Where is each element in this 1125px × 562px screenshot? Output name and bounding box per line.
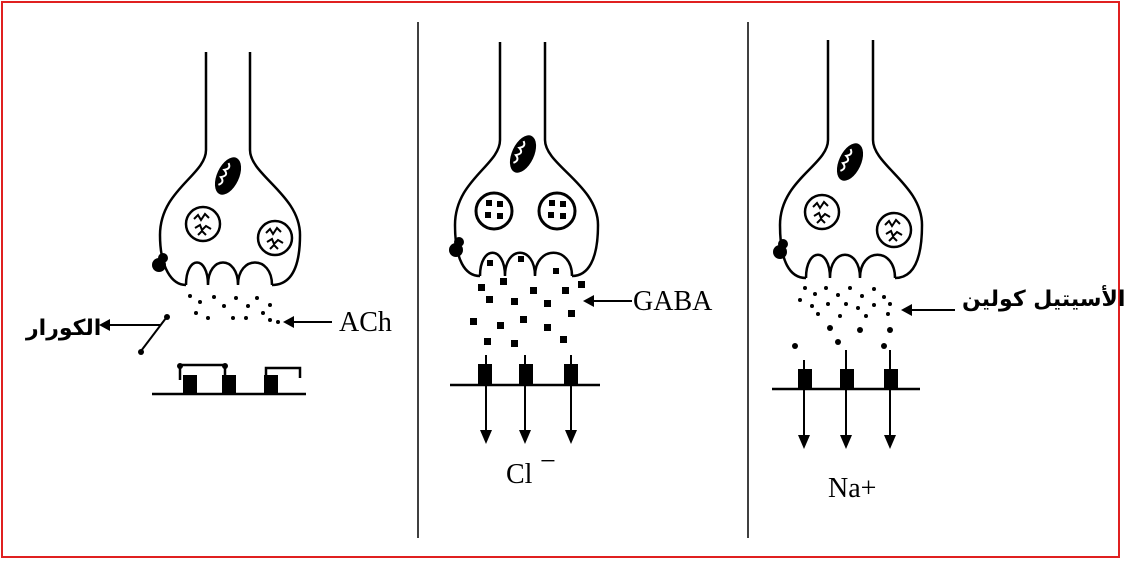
gaba-label: GABA bbox=[633, 286, 713, 317]
vesicle-icon bbox=[256, 219, 294, 257]
mitochondrion-icon bbox=[503, 130, 543, 178]
vesicle-icon bbox=[184, 205, 222, 243]
ach-label: ACh bbox=[339, 307, 392, 338]
vesicle-icon bbox=[474, 191, 514, 231]
vesicle-icon bbox=[803, 193, 841, 231]
chloride-charge: − bbox=[540, 446, 556, 477]
mitochondrion-icon bbox=[830, 138, 870, 186]
vesicle-icon bbox=[537, 191, 577, 231]
acetylcholine-label: الأسيتيل كولين bbox=[962, 284, 1125, 312]
panel-curare: الكورار ACh bbox=[25, 52, 392, 396]
panel-gaba: GABA Cl − bbox=[449, 42, 713, 490]
vesicle-icon bbox=[875, 211, 913, 249]
chloride-label: Cl bbox=[506, 459, 533, 490]
sodium-label: Na+ bbox=[828, 473, 876, 504]
panel-acetylcholine: الأسيتيل كولين Na+ bbox=[772, 40, 1125, 504]
mitochondrion-icon bbox=[208, 152, 248, 200]
curare-label: الكورار bbox=[25, 316, 101, 341]
